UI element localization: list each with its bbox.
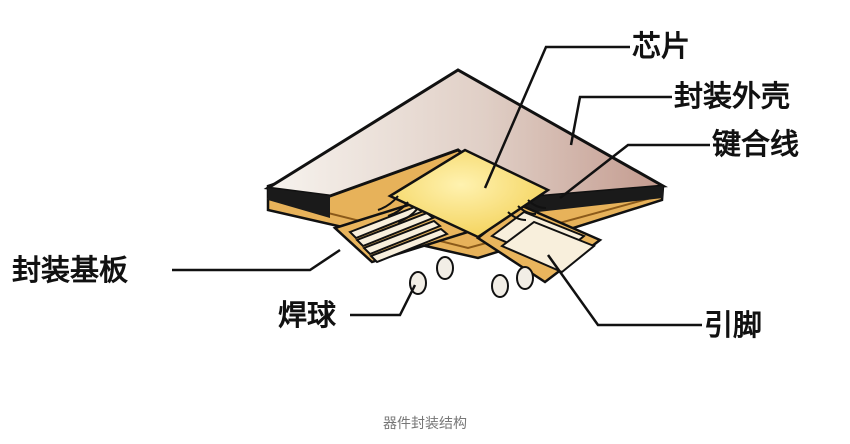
label-package-shell: 封装外壳 bbox=[674, 79, 790, 113]
package-structure-diagram: 芯片 封装外壳 键合线 封装基板 焊球 引脚 bbox=[0, 0, 850, 410]
label-lead: 引脚 bbox=[704, 308, 762, 342]
label-chip: 芯片 bbox=[632, 29, 690, 63]
label-package-substrate: 封装基板 bbox=[12, 253, 129, 287]
label-solder-ball: 焊球 bbox=[278, 298, 337, 332]
figure-caption: 器件封装结构 bbox=[0, 413, 850, 433]
label-bond-wire: 键合线 bbox=[712, 127, 799, 161]
